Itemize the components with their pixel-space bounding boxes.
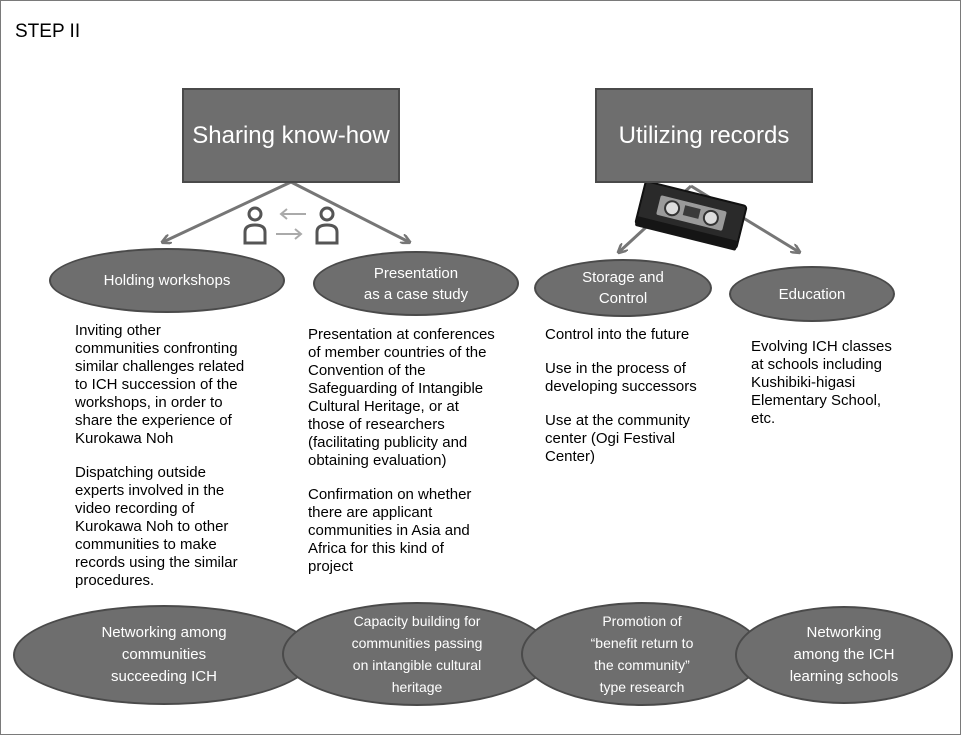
- text-line: Kurokawa Noh: [75, 430, 174, 447]
- text-line: Inviting other: [75, 322, 161, 339]
- paragraph: Use in the process of developing success…: [545, 360, 725, 396]
- text-line: communities in Asia and: [308, 522, 470, 539]
- text-line: etc.: [751, 410, 776, 427]
- text-line: Center): [545, 448, 596, 465]
- text-line: procedures.: [75, 572, 155, 589]
- text-line: records using the similar: [75, 554, 238, 571]
- text-line: center (Ogi Festival: [545, 430, 676, 447]
- oval-line: Networking among: [101, 624, 227, 641]
- oval-line: Networking: [806, 624, 882, 641]
- storage-control-oval: Storage and Control: [534, 259, 712, 317]
- oval-line: succeeding ICH: [111, 668, 217, 685]
- text-line: workshops, in order to: [75, 394, 223, 411]
- paragraph: Dispatching outside experts involved in …: [75, 464, 285, 590]
- workshops-text: Inviting other communities confronting s…: [75, 322, 285, 606]
- outcome-oval-promotion-research: Promotion of “benefit return to the comm…: [521, 602, 763, 706]
- text-line: experts involved in the: [75, 482, 225, 499]
- paragraph: Presentation at conferences of member co…: [308, 326, 530, 470]
- outcome-oval-networking-communities: Networking among communities succeeding …: [13, 605, 315, 705]
- text-line: Use in the process of: [545, 360, 686, 377]
- paragraph: Evolving ICH classes at schools includin…: [751, 338, 931, 428]
- text-line: developing successors: [545, 378, 697, 395]
- outcome-oval-networking-schools: Networking among the ICH learning school…: [735, 606, 953, 704]
- people-exchange-icon: [243, 206, 339, 245]
- text-line: share the experience of: [75, 412, 232, 429]
- sharing-know-how-label: Sharing know-how: [192, 121, 390, 149]
- outcome-oval-capacity-building: Capacity building for communities passin…: [282, 602, 552, 706]
- text-line: Use at the community: [545, 412, 691, 429]
- paragraph: Control into the future: [545, 326, 725, 344]
- oval-line: communities: [121, 646, 207, 663]
- text-line: Evolving ICH classes: [751, 338, 892, 355]
- text-line: Cultural Heritage, or at: [308, 398, 459, 415]
- oval-line: learning schools: [789, 668, 899, 685]
- text-line: there are applicant: [308, 504, 433, 521]
- text-line: Dispatching outside: [75, 464, 206, 481]
- text-line: Convention of the: [308, 362, 426, 379]
- text-line: Kushibiki-higasi: [751, 374, 856, 391]
- text-line: similar challenges related: [75, 358, 245, 375]
- video-cassette-icon: [634, 180, 748, 251]
- text-line: Safeguarding of Intangible: [308, 380, 484, 397]
- text-line: Africa for this kind of: [308, 540, 444, 557]
- oval-line: Education: [778, 285, 846, 303]
- oval-line: Storage and: [582, 269, 664, 286]
- text-line: to ICH succession of the: [75, 376, 238, 393]
- oval-line: Presentation: [373, 264, 459, 282]
- oval-line: Holding workshops: [103, 272, 231, 289]
- oval-line: Promotion of: [602, 613, 682, 629]
- paragraph: Inviting other communities confronting s…: [75, 322, 285, 448]
- text-line: communities to make: [75, 536, 217, 553]
- education-oval: Education: [729, 266, 895, 322]
- oval-line: Control: [598, 290, 648, 307]
- holding-workshops-oval: Holding workshops: [49, 248, 285, 313]
- text-line: video recording of: [75, 500, 195, 517]
- text-line: of member countries of the: [308, 344, 487, 361]
- storage-text: Control into the future Use in the proce…: [545, 326, 725, 482]
- paragraph: Use at the community center (Ogi Festiva…: [545, 412, 725, 466]
- paragraph: Confirmation on whether there are applic…: [308, 486, 530, 576]
- text-line: Control into the future: [545, 326, 690, 343]
- sharing-know-how-box: Sharing know-how: [182, 88, 400, 183]
- utilizing-records-box: Utilizing records: [595, 88, 813, 183]
- education-text: Evolving ICH classes at schools includin…: [751, 338, 931, 444]
- oval-line: as a case study: [363, 285, 469, 303]
- oval-line: communities passing: [351, 635, 483, 651]
- text-line: those of researchers: [308, 416, 445, 433]
- text-line: Confirmation on whether: [308, 486, 472, 503]
- oval-line: among the ICH: [793, 646, 895, 663]
- step-label: STEP II: [15, 21, 81, 42]
- case-study-oval: Presentation as a case study: [313, 251, 519, 316]
- text-line: at schools including: [751, 356, 882, 373]
- text-line: (facilitating publicity and: [308, 434, 468, 451]
- text-line: Kurokawa Noh to other: [75, 518, 229, 535]
- oval-line: type research: [599, 679, 685, 695]
- utilizing-records-label: Utilizing records: [618, 121, 790, 149]
- text-line: Presentation at conferences: [308, 326, 495, 343]
- case-study-text: Presentation at conferences of member co…: [308, 326, 530, 592]
- oval-line: Capacity building for: [353, 613, 481, 629]
- text-line: obtaining evaluation): [308, 452, 447, 469]
- oval-line: the community”: [594, 657, 690, 673]
- text-line: Elementary School,: [751, 392, 882, 409]
- oval-line: on intangible cultural: [352, 657, 482, 673]
- text-line: communities confronting: [75, 340, 238, 357]
- arrow-to-case-study: [290, 180, 409, 242]
- arrow-to-workshops: [163, 180, 292, 242]
- text-line: project: [308, 558, 354, 575]
- oval-line: heritage: [391, 679, 443, 695]
- oval-line: “benefit return to: [590, 635, 694, 651]
